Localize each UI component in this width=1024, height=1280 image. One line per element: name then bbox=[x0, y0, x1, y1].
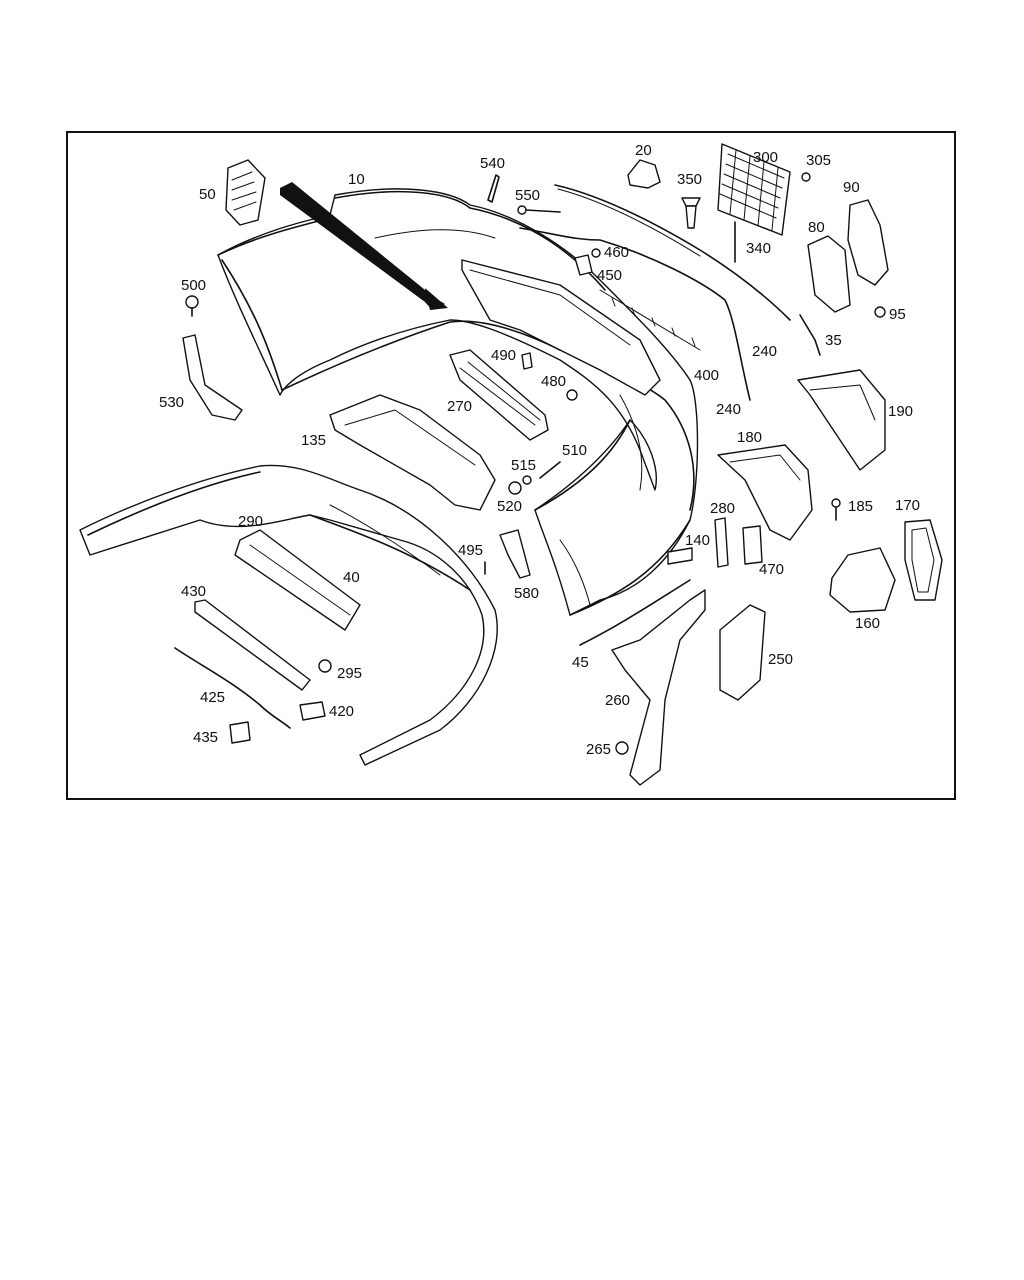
part-170-trim-ring bbox=[904, 519, 943, 601]
part-500-screw bbox=[185, 295, 199, 317]
part-190-bracket bbox=[797, 369, 886, 471]
label-95: 95 bbox=[889, 306, 906, 323]
part-430-clip-strip bbox=[194, 599, 311, 691]
label-240-lower: 240 bbox=[716, 401, 741, 418]
label-300: 300 bbox=[753, 149, 778, 166]
part-280-bracket bbox=[714, 517, 729, 568]
label-35: 35 bbox=[825, 332, 842, 349]
part-290-mount-strip bbox=[234, 529, 361, 631]
label-420: 420 bbox=[329, 703, 354, 720]
part-180-bracket bbox=[717, 444, 813, 541]
label-520: 520 bbox=[497, 498, 522, 515]
part-295-nut bbox=[318, 659, 332, 673]
part-540-clip bbox=[487, 174, 500, 203]
label-185: 185 bbox=[848, 498, 873, 515]
label-530: 530 bbox=[159, 394, 184, 411]
part-10-bumper-cover bbox=[217, 188, 701, 616]
label-140: 140 bbox=[685, 532, 710, 549]
part-520-nut bbox=[508, 481, 522, 495]
label-45: 45 bbox=[572, 654, 589, 671]
label-495: 495 bbox=[458, 542, 483, 559]
label-550: 550 bbox=[515, 187, 540, 204]
label-180: 180 bbox=[737, 429, 762, 446]
part-515-washer bbox=[522, 475, 532, 485]
part-420-sensor bbox=[299, 701, 326, 721]
part-135-impact-beam bbox=[329, 394, 496, 511]
label-265: 265 bbox=[586, 741, 611, 758]
part-510-pin bbox=[539, 461, 561, 479]
part-470-pad bbox=[742, 525, 763, 565]
part-270-bracket bbox=[449, 349, 549, 441]
part-435-connector bbox=[229, 721, 251, 744]
part-450-clip bbox=[574, 248, 601, 276]
label-170: 170 bbox=[895, 497, 920, 514]
part-45-strip bbox=[579, 579, 691, 646]
part-35-strip bbox=[799, 314, 821, 356]
part-90-bracket bbox=[847, 199, 889, 286]
label-10: 10 bbox=[348, 171, 365, 188]
label-580: 580 bbox=[514, 585, 539, 602]
label-305: 305 bbox=[806, 152, 831, 169]
label-350: 350 bbox=[677, 171, 702, 188]
label-400: 400 bbox=[694, 367, 719, 384]
label-260: 260 bbox=[605, 692, 630, 709]
label-480: 480 bbox=[541, 373, 566, 390]
part-480-nut bbox=[566, 389, 578, 401]
label-40: 40 bbox=[343, 569, 360, 586]
label-240-upper: 240 bbox=[752, 343, 777, 360]
part-300-mesh-grille bbox=[717, 143, 791, 236]
part-425-wiring-harness bbox=[174, 647, 291, 729]
label-90: 90 bbox=[843, 179, 860, 196]
part-185-bolt bbox=[831, 498, 841, 521]
label-50: 50 bbox=[199, 186, 216, 203]
label-190: 190 bbox=[888, 403, 913, 420]
label-295: 295 bbox=[337, 665, 362, 682]
part-40-lower-valance bbox=[79, 464, 498, 766]
part-305-screw bbox=[801, 172, 811, 182]
label-500: 500 bbox=[181, 277, 206, 294]
part-260-side-bracket bbox=[611, 589, 706, 786]
part-550-pin bbox=[517, 205, 561, 215]
label-540: 540 bbox=[480, 155, 505, 172]
label-425: 425 bbox=[200, 689, 225, 706]
label-510: 510 bbox=[562, 442, 587, 459]
part-labels: 10 20 35 40 45 50 80 90 95 135 140 160 1… bbox=[159, 142, 920, 758]
label-160: 160 bbox=[855, 615, 880, 632]
label-20: 20 bbox=[635, 142, 652, 159]
label-80: 80 bbox=[808, 219, 825, 236]
part-400-trim-strip bbox=[519, 184, 791, 401]
label-290: 290 bbox=[238, 513, 263, 530]
label-450: 450 bbox=[597, 267, 622, 284]
part-80-bracket bbox=[807, 235, 851, 313]
label-280: 280 bbox=[710, 500, 735, 517]
part-50-side-bracket bbox=[225, 159, 266, 226]
part-580-bracket bbox=[499, 529, 531, 579]
part-140-clip bbox=[667, 547, 693, 565]
label-135: 135 bbox=[301, 432, 326, 449]
inner-beam bbox=[461, 259, 661, 396]
part-95-nut bbox=[874, 306, 886, 318]
part-20-cover-plate bbox=[627, 159, 661, 189]
part-265-nut bbox=[615, 741, 629, 755]
part-350-rivet bbox=[681, 197, 701, 229]
label-430: 430 bbox=[181, 583, 206, 600]
label-460: 460 bbox=[604, 244, 629, 261]
part-490-clip bbox=[521, 352, 533, 370]
label-250: 250 bbox=[768, 651, 793, 668]
part-250-bracket bbox=[719, 604, 766, 701]
label-340: 340 bbox=[746, 240, 771, 257]
part-530-bracket bbox=[182, 334, 243, 421]
label-435: 435 bbox=[193, 729, 218, 746]
label-490: 490 bbox=[491, 347, 516, 364]
label-470: 470 bbox=[759, 561, 784, 578]
label-515: 515 bbox=[511, 457, 536, 474]
part-160-tailpipe bbox=[829, 547, 896, 613]
direction-arrow bbox=[280, 182, 448, 310]
label-270: 270 bbox=[447, 398, 472, 415]
